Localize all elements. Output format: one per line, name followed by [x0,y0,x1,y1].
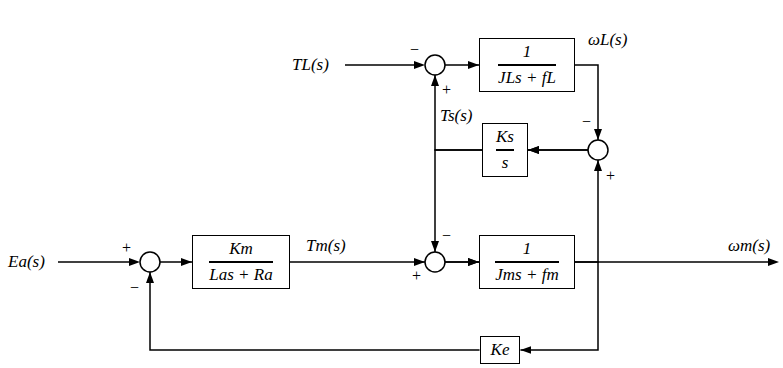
sign-symbol: − [582,112,591,132]
sign-symbol: + [122,238,131,258]
arrowhead [146,272,154,283]
fraction: KmLas + Ra [209,239,272,284]
arrowhead [431,75,439,86]
numerator-text: 1 [523,42,532,62]
sign-symbol: − [410,40,419,60]
arrowhead [594,160,602,171]
gain-block: Ke [480,336,521,364]
output-line [598,261,768,263]
transfer-block: Ks s [482,123,528,176]
signal-connector [435,150,482,262]
arrowhead [414,61,425,69]
numerator-text: 1 [523,239,532,259]
transfer-block: KmLas + Ra [192,235,290,289]
arrowhead [768,258,779,266]
sign-symbol: − [442,226,451,246]
sign-symbol: − [130,278,139,298]
arrowhead [129,258,140,266]
arrowhead [594,129,602,140]
signal-label: Ts(s) [440,106,472,126]
signal-label: TL(s) [292,55,329,75]
sign-symbol: + [606,166,615,186]
transfer-block: 1JLs + fL [479,38,575,92]
numerator-text: Ke [491,340,510,360]
fraction: 1JLs + fL [498,42,556,87]
numerator-text: Km [229,239,253,259]
sign-symbol: + [412,266,421,286]
transfer-block: 1Jms + fm [479,235,575,289]
numerator-text: Ks [496,127,514,147]
summing-junction [425,252,445,272]
arrowhead [431,241,439,252]
signal-label: Tm(s) [306,236,346,256]
denominator-text: s [502,153,509,173]
fraction-bar [209,261,272,262]
disturbance-line [345,64,415,66]
fraction: Ke [491,340,510,360]
sign-symbol: + [442,80,451,100]
denominator-text: Jms + fm [495,265,558,285]
arrowhead [414,258,425,266]
summing-junction [425,55,445,75]
fraction: 1Jms + fm [495,239,558,284]
fraction-bar [496,149,514,150]
input-line [58,261,130,263]
summing-junction [140,252,160,272]
denominator-text: JLs + fL [498,68,556,88]
denominator-text: Las + Ra [209,265,272,285]
signal-connector [435,65,482,150]
summing-junction [588,140,608,160]
signal-label: Ea(s) [8,252,45,272]
signal-label: ωm(s) [728,236,770,256]
fraction: Ks s [496,127,514,172]
fraction-bar [495,261,558,262]
signal-label: ωL(s) [588,30,627,50]
fraction-bar [498,64,556,65]
